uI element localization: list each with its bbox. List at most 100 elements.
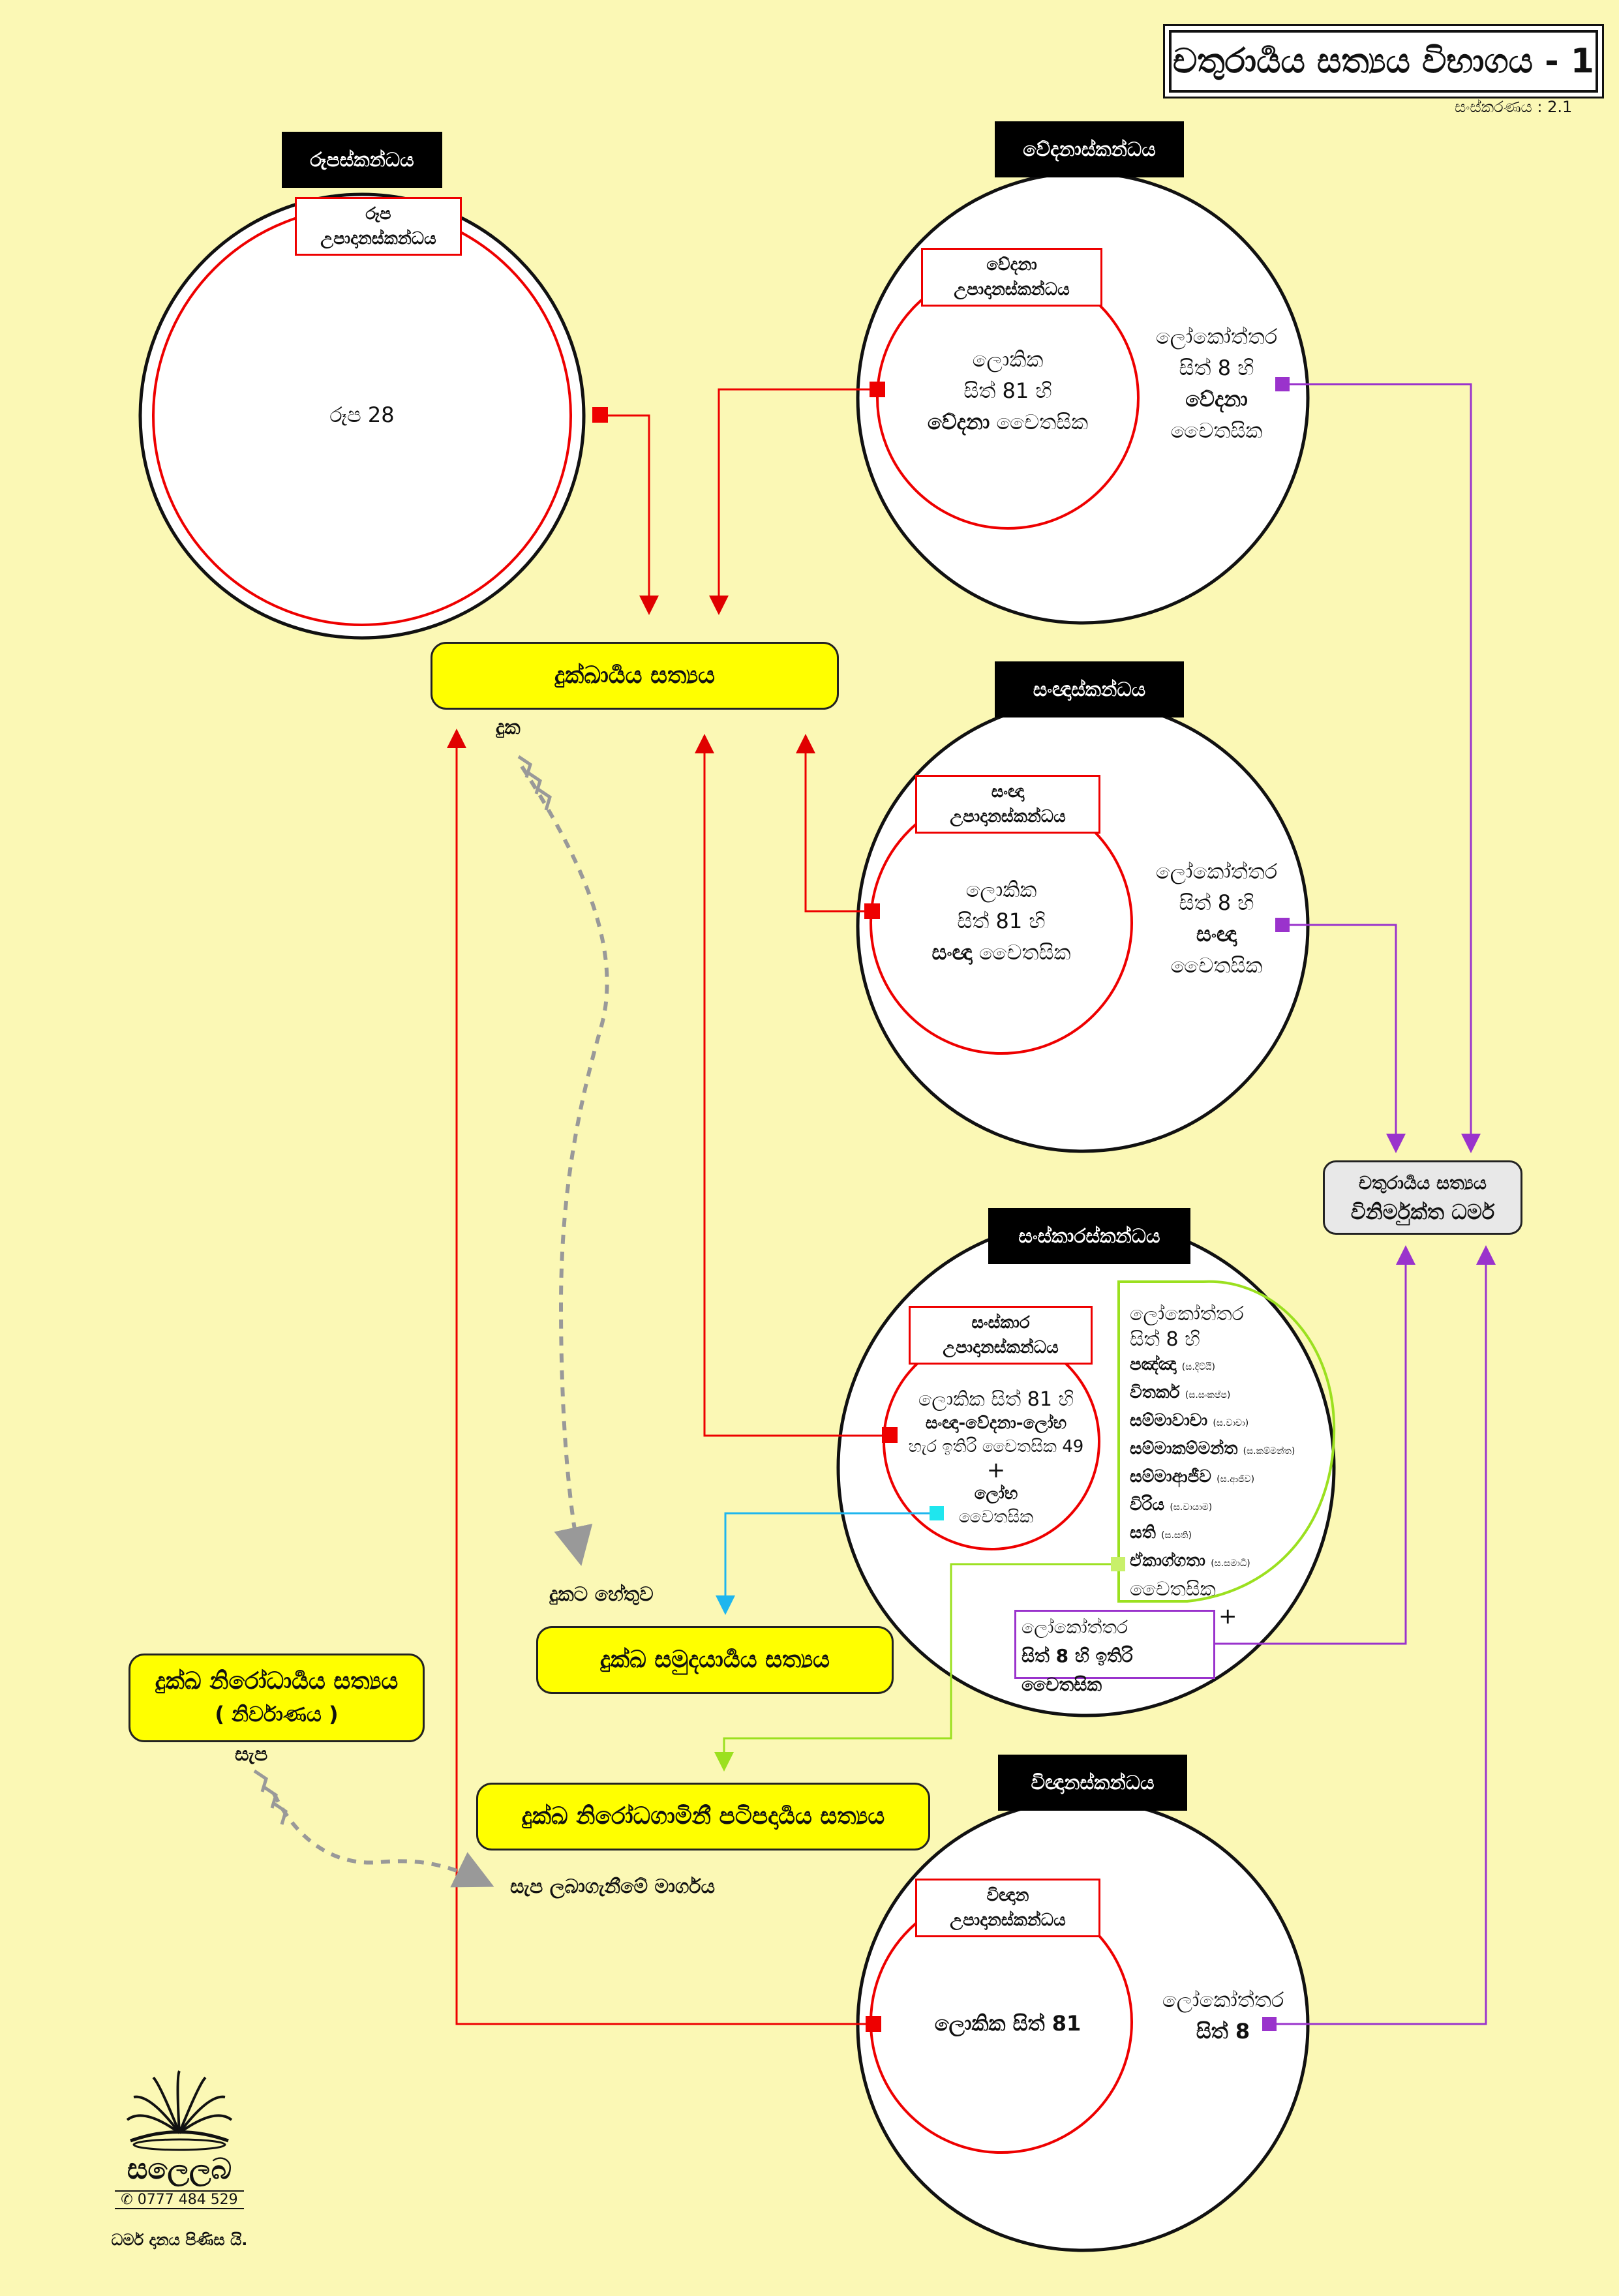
sanna-skandha-label: සංඥාස්කන්ධය <box>995 661 1184 718</box>
sankhara-lokottara-item: සම්මාවාචා (ස.වාචා) <box>1130 1408 1325 1436</box>
version-label: සංස්කරණය : 2.1 <box>1455 98 1573 116</box>
lokottara-item-name: විතර්ක <box>1130 1383 1180 1402</box>
sepa-path-label: සැප ලබාගැනීමේ මාර්ගය <box>510 1875 716 1898</box>
duka-label: දුක <box>496 716 521 739</box>
sanna-lokottara-l2: සිත් 8 හි <box>1179 890 1254 915</box>
sankhara-lokottara-item: විරිය (ස.වායාම) <box>1130 1492 1325 1520</box>
sunburst-logo-icon <box>126 2070 233 2151</box>
lokottara-item-name: සම්මාකම්මන්ත <box>1130 1439 1238 1458</box>
lokottara-item-note: (ස.සමාධි) <box>1211 1558 1250 1569</box>
vedana-lokottara-bold: වේදනා <box>1185 387 1248 412</box>
vinnana-lokottara-l1: ලෝකෝත්තර <box>1162 1987 1284 2012</box>
sankhara-lokottara-head1: ලෝකෝත්තර <box>1130 1303 1244 1325</box>
sankhara-skandha-label: සංස්කාරස්කන්ධය <box>988 1208 1190 1264</box>
tagline: ධර්ම දානය පිණිස යි. <box>111 2231 248 2249</box>
vedana-lokottara-l2: සිත් 8 හි <box>1179 355 1254 380</box>
vinnana-to-dukkha-line <box>447 729 872 2025</box>
sanna-lokika-l3: සංඥා චෛතසික <box>907 937 1096 968</box>
magga-truth-box: දුක්ඛ නිරෝධගාමිනී පටිපදාර්‍යය සත්‍යය <box>476 1783 930 1850</box>
sankhara-lokika-l4: ලෝභ <box>974 1484 1018 1503</box>
sankhara-lokika-l2: සංඥා-වේදනා-ලෝභ <box>925 1413 1067 1433</box>
sankhara-upadana-box: සංස්කාර උපාදානස්කන්ධය <box>909 1306 1093 1365</box>
sankhara-other-l1: ලෝකෝත්තර <box>1021 1616 1128 1638</box>
sankhara-other-l2: සිත් 8 හි ඉතිරි චෛතසික <box>1021 1645 1133 1695</box>
sanna-to-dukkha-line <box>796 734 871 913</box>
rupa-to-dukkha-line <box>600 414 659 615</box>
lobha-node <box>930 1506 944 1520</box>
nirodha-line2: ( නිර්වාණය ) <box>215 1702 339 1727</box>
vinnana-lokottara-text: ලෝකෝත්තර සිත් 8 <box>1151 1984 1295 2047</box>
vedana-skandha-label: වේදනාස්කන්ධය <box>995 121 1184 177</box>
vedana-lokottara-text: ලෝකෝත්තර සිත් 8 හි වේදනා චෛතසික <box>1145 321 1288 446</box>
vinirmukta-box: චතුරාර්‍යය සත්‍යය විනිර්මුක්ත ධර්ම <box>1323 1160 1522 1235</box>
vinnana-upadana-line1: විඥාන <box>986 1886 1029 1905</box>
vedana-lokika-node <box>870 382 885 397</box>
vinnana-upadana-line2: උපාදානස්කන්ධය <box>950 1911 1066 1930</box>
sankhara-lokottara-list: පඤ්ඤා (ස.දිට්ඨි)විතර්ක (ස.සංකප්ප)සම්මාවා… <box>1130 1352 1325 1577</box>
sankhara-lokika-l5: චෛතසික <box>958 1507 1034 1527</box>
lokottara-item-note: (ස.වාචා) <box>1213 1418 1249 1428</box>
vinnana-lokottara-node <box>1262 2017 1277 2031</box>
vedana-lokika-l2: සිත් 81 හි <box>963 378 1052 403</box>
sankhara-other-box: ලෝකෝත්තර සිත් 8 හි ඉතිරි චෛතසික <box>1014 1610 1215 1695</box>
vedana-lokottara-node <box>1275 377 1290 391</box>
sankhara-lokika-l1: ලොකික සිත් 81 හි <box>918 1388 1074 1411</box>
sanna-lokika-l2: සිත් 81 හි <box>957 909 1046 933</box>
rupa-upadana-line2: උපාදානස්කන්ධය <box>320 229 436 249</box>
vedana-lokottara-l3: වේදනා <box>1145 384 1288 415</box>
vedana-lokika-text: ලොකික සිත් 81 හි වේදනා චෛතසික <box>913 344 1102 438</box>
sankhara-lokottara-item: සම්මාආජීව (ස.ආජීව) <box>1130 1464 1325 1492</box>
duka-flow-path <box>520 765 609 1566</box>
nirodha-line1: දුක්ඛ නිරෝධාර්‍යය සත්‍යය <box>155 1668 399 1695</box>
vedana-lokottara-l4: චෛතසික <box>1170 418 1263 443</box>
sankhara-lokottara-item: ඒකාග්ගතා (ස.සමාධි) <box>1130 1548 1325 1577</box>
lokottara-item-note: (ස.වායාම) <box>1170 1502 1213 1513</box>
lokottara-item-name: පඤ්ඤා <box>1130 1355 1177 1374</box>
sanna-lokottara-line <box>1288 924 1406 1153</box>
vedana-to-dukkha-line <box>709 388 876 615</box>
vedana-lokika-cetasika: චෛතසික <box>996 410 1089 434</box>
lokottara-item-note: (ස.ආජීව) <box>1217 1474 1255 1485</box>
phone-number: ✆ 0777 484 529 <box>115 2190 244 2209</box>
sanna-lokika-bold: සංඥා <box>931 940 973 965</box>
vinirmukta-line2: විනිර්මුක්ත ධර්ම <box>1350 1200 1495 1224</box>
sanna-lokika-cetasika: චෛතසික <box>978 940 1071 965</box>
rupa-upadana-line1: රූප <box>365 204 391 224</box>
duka-chevrons <box>517 755 552 811</box>
samudaya-truth-box: දුක්ඛ සමුදයාර්‍යය සත්‍යය <box>536 1626 894 1694</box>
lokottara-magga-node <box>1111 1557 1125 1571</box>
lokottara-item-note: (ස.කම්මන්ත) <box>1243 1446 1295 1457</box>
vinnana-skandha-label: විඥානස්කන්ධය <box>998 1755 1187 1811</box>
sankhara-plus: + <box>1218 1603 1237 1629</box>
lokottara-item-name: ඒකාග්ගතා <box>1130 1551 1205 1571</box>
sanna-lokika-text: ලොකික සිත් 81 හි සංඥා චෛතසික <box>907 874 1096 968</box>
sanna-upadana-box: සංඥා උපාදානස්කන්ධය <box>915 775 1100 834</box>
vedana-lokottara-line <box>1288 383 1481 1153</box>
vedana-lokika-l1: ලොකික <box>972 347 1044 372</box>
vedana-upadana-line2: උපාදානස්කන්ධය <box>954 280 1070 299</box>
sanna-lokika-l1: ලොකික <box>965 877 1037 902</box>
sankhara-lokika-l3: හැර ඉතිරි චෛතසික 49 <box>908 1437 1084 1457</box>
sankhara-lokottara-text: ලෝකෝත්තර සිත් 8 හි පඤ්ඤා (ස.දිට්ඨි) විතර්… <box>1130 1301 1325 1602</box>
sankhara-to-dukkha-line <box>695 734 887 1437</box>
sanna-lokottara-bold: සංඥා <box>1196 922 1237 946</box>
vinnana-lokottara-l2: සිත් 8 <box>1196 2019 1250 2044</box>
sankhara-lokottara-item: සම්මාකම්මන්ත (ස.කම්මන්ත) <box>1130 1436 1325 1464</box>
sankhara-lokottara-tail: චෛතසික <box>1130 1578 1216 1601</box>
sankhara-lokottara-item: සති (ස.සති) <box>1130 1520 1325 1548</box>
sanna-lokottara-l3: සංඥා <box>1145 918 1288 950</box>
sankhara-lokottara-item: පඤ්ඤා (ස.දිට්ඨි) <box>1130 1352 1325 1380</box>
sanna-lokottara-node <box>1275 918 1290 932</box>
sankhara-lokika-plus: + <box>986 1457 1006 1483</box>
rupa-content: රූප 28 <box>329 402 395 427</box>
vinirmukta-line1: චතුරාර්‍යය සත්‍යය <box>1359 1172 1487 1194</box>
rupa-outer-circle <box>138 192 586 640</box>
sankhara-lokottara-head2: සිත් 8 හි <box>1130 1328 1200 1351</box>
sepa-chevrons <box>253 1769 288 1825</box>
vinnana-lokika-text: ලොකික සිත් 81 <box>934 2011 1082 2036</box>
sankhara-lokottara-outline <box>1117 1280 1336 1603</box>
lokottara-item-name: සති <box>1130 1523 1156 1543</box>
lokottara-item-name: සම්මාආජීව <box>1130 1467 1211 1487</box>
vedana-lokika-bold: වේදනා <box>927 410 990 434</box>
lokottara-to-magga-line <box>714 1563 1112 1772</box>
